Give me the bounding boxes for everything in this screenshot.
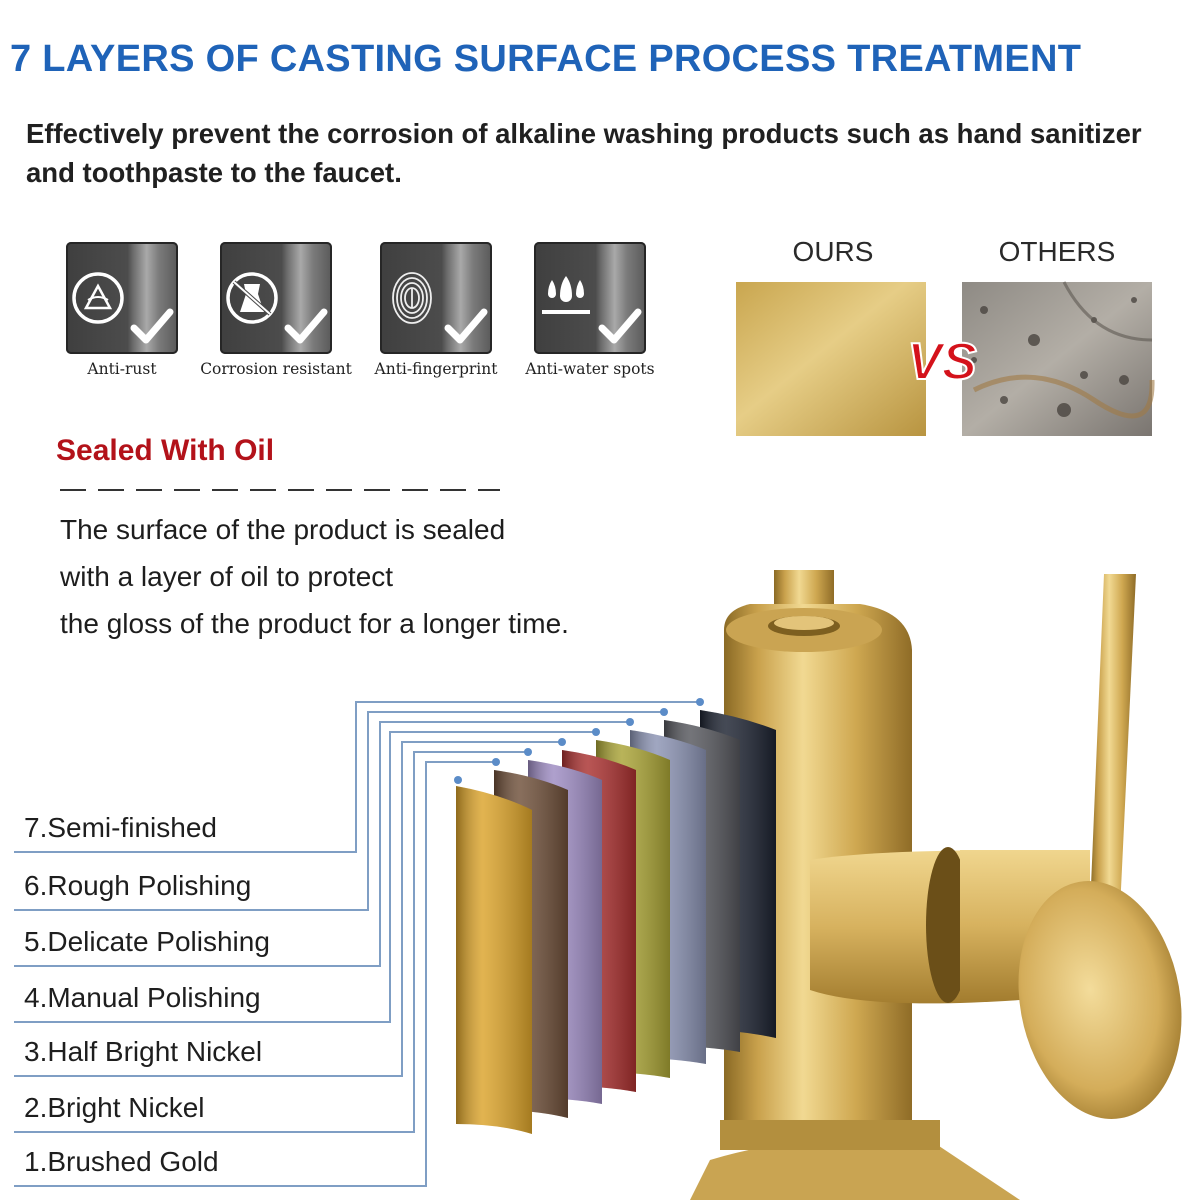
layer-diagram (14, 698, 776, 1187)
sealed-description: The surface of the product is sealed wit… (60, 506, 680, 647)
feature-card-corrosion (220, 242, 332, 354)
layer-label-2: 2.Bright Nickel (24, 1092, 205, 1123)
layer-strip-gold (456, 786, 532, 1134)
sealed-line: The surface of the product is sealed (60, 514, 506, 545)
water-drops-icon (542, 276, 642, 344)
anti-rust-icon (72, 272, 174, 344)
feature-card-anti-rust (66, 242, 178, 354)
layer-label-5: 5.Delicate Polishing (24, 926, 270, 957)
feature-label-anti-water: Anti-water spots (525, 360, 655, 378)
others-label: OTHERS (998, 236, 1116, 267)
feature-label-anti-fingerprint: Anti-fingerprint (374, 360, 498, 378)
feature-label-anti-rust: Anti-rust (87, 360, 157, 378)
fingerprint-icon (392, 272, 488, 344)
page-title: 7 LAYERS OF CASTING SURFACE PROCESS TREA… (10, 38, 1082, 80)
sealed-line: the gloss of the product for a longer ti… (60, 608, 569, 639)
layer-label-6: 6.Rough Polishing (24, 870, 252, 901)
layer-label-1: 1.Brushed Gold (24, 1146, 219, 1177)
page-subtitle: Effectively prevent the corrosion of alk… (26, 118, 1142, 188)
feature-card-anti-water (534, 242, 646, 354)
feature-label-corrosion: Corrosion resistant (200, 360, 352, 378)
layer-label-7: 7.Semi-finished (24, 812, 217, 843)
others-corroded-swatch (962, 281, 1155, 436)
comparison-swatches: VS (736, 281, 1155, 436)
sealed-title: Sealed With Oil (56, 434, 275, 467)
corrosion-resistant-icon (226, 272, 328, 344)
feature-card-anti-fingerprint (380, 242, 492, 354)
dashed-divider (60, 489, 500, 491)
vs-text: VS (907, 333, 977, 391)
sealed-line: with a layer of oil to protect (60, 561, 394, 592)
layer-label-4: 4.Manual Polishing (24, 982, 261, 1013)
ours-label: OURS (792, 236, 874, 267)
layer-label-3: 3.Half Bright Nickel (24, 1036, 263, 1067)
ours-gold-swatch (736, 282, 926, 436)
